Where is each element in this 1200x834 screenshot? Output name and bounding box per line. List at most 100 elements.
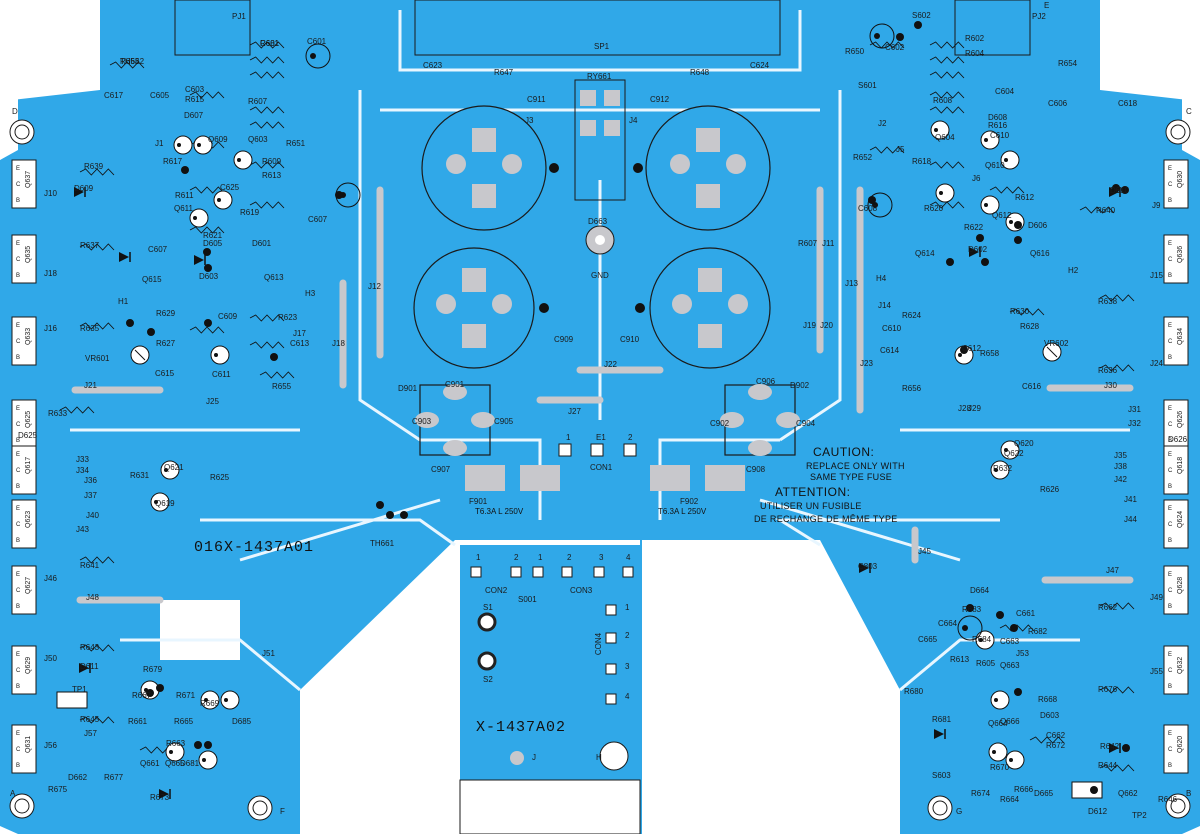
right-transistor-6 bbox=[1163, 565, 1189, 615]
resistor-11 bbox=[249, 201, 285, 209]
refdes-c905-113: C905 bbox=[494, 417, 514, 426]
switch-s001-label: S001 bbox=[518, 595, 537, 604]
refdes-r673-145: R673 bbox=[150, 793, 170, 802]
left-transistor-0 bbox=[11, 159, 37, 209]
refdes-c602-55: C602 bbox=[885, 43, 905, 52]
jumper-right-j53: J53 bbox=[1016, 649, 1029, 658]
left-transistor-8-pin-E: E bbox=[16, 731, 20, 737]
left-transistor-2-label: Q633 bbox=[25, 328, 32, 345]
resistor-27 bbox=[929, 71, 965, 79]
big-cap-1 bbox=[645, 105, 771, 231]
small-transistor-0 bbox=[173, 135, 193, 155]
refdes-c615-41: C615 bbox=[155, 369, 175, 378]
refdes-d606-78: D606 bbox=[1028, 221, 1048, 230]
big-cap-0-pad-b bbox=[502, 154, 522, 174]
caution-title: CAUTION: bbox=[813, 445, 875, 459]
via-16 bbox=[868, 196, 876, 204]
mount-hole-4-inner bbox=[252, 800, 268, 816]
sub-con-pad-0 bbox=[470, 566, 482, 578]
via-20 bbox=[966, 604, 974, 612]
refdes-j3-51: J3 bbox=[525, 116, 534, 125]
via-19 bbox=[1010, 624, 1018, 632]
refdes-r672-169: R672 bbox=[1046, 741, 1066, 750]
right-transistor-8 bbox=[1163, 724, 1189, 774]
left-transistor-7-pin-E: E bbox=[16, 652, 20, 658]
resistor-14 bbox=[189, 326, 225, 334]
big-cap-3-pad-a bbox=[672, 294, 692, 314]
switch-s2-label: S2 bbox=[483, 675, 493, 684]
resistor-30 bbox=[929, 106, 965, 114]
switch-s1-label: S1 bbox=[483, 603, 493, 612]
refdes-j27-108: J27 bbox=[568, 407, 581, 416]
con4-pad-1 bbox=[605, 632, 617, 644]
bridge-1-pad-3 bbox=[776, 412, 800, 428]
small-transistor-22-pin bbox=[979, 638, 983, 642]
jumper-right-j42: J42 bbox=[1114, 475, 1127, 484]
refdes-j11-102: J11 bbox=[822, 239, 835, 248]
resistor-35 bbox=[1009, 308, 1045, 316]
right-transistor-5 bbox=[1163, 499, 1189, 549]
refdes-q620-126: Q620 bbox=[1014, 439, 1034, 448]
big-cap-0-pad-d bbox=[472, 184, 496, 208]
small-transistor-11 bbox=[165, 742, 185, 762]
trace-9 bbox=[239, 498, 441, 562]
diode-7 bbox=[1109, 743, 1119, 753]
via-23 bbox=[1122, 744, 1130, 752]
right-transistor-8-pin-C: C bbox=[1168, 747, 1173, 753]
small-transistor-18-pin bbox=[939, 191, 943, 195]
refdes-j29-110: J29 bbox=[968, 404, 981, 413]
via-6 bbox=[147, 328, 155, 336]
left-transistor-5-pin-E: E bbox=[16, 506, 20, 512]
left-transistor-7-label: Q629 bbox=[25, 657, 32, 674]
refdes-q610-74: Q610 bbox=[985, 161, 1005, 170]
small-transistor-7 bbox=[150, 492, 170, 512]
big-cap-2-pad-c bbox=[462, 268, 486, 292]
pj2-outline bbox=[954, 0, 1031, 56]
refdes-c907-114: C907 bbox=[431, 465, 451, 474]
sub-con-pad-3 bbox=[561, 566, 573, 578]
refdes-r646-182: R646 bbox=[1158, 795, 1178, 804]
jumper-left-j48: J48 bbox=[86, 593, 99, 602]
electrolytic-cap-4-pin bbox=[962, 625, 968, 631]
refdes-c616-99: C616 bbox=[1022, 382, 1042, 391]
left-transistor-7 bbox=[11, 645, 37, 695]
resistor-29 bbox=[929, 91, 965, 99]
via-15 bbox=[914, 21, 922, 29]
resistor-4 bbox=[189, 91, 225, 99]
left-transistor-4-pin-E: E bbox=[16, 452, 20, 458]
refdes-c611-42: C611 bbox=[212, 370, 231, 379]
refdes-r661-138: R661 bbox=[128, 717, 148, 726]
left-transistor-8-pin-B: B bbox=[16, 763, 20, 769]
via-7 bbox=[204, 319, 212, 327]
refdes-r676-178: R676 bbox=[1098, 685, 1118, 694]
switch-s1-pad bbox=[477, 612, 497, 632]
left-transistor-4-label: Q617 bbox=[25, 457, 32, 474]
via-1 bbox=[335, 191, 343, 199]
small-transistor-6 bbox=[160, 460, 180, 480]
bridge-0-pad-0 bbox=[443, 384, 467, 400]
refdes-c662-168: C662 bbox=[1046, 731, 1066, 740]
refdes-d603-167: D603 bbox=[1040, 711, 1060, 720]
refdes-r635-39: R635 bbox=[80, 324, 100, 333]
refdes-q661-141: Q661 bbox=[140, 759, 160, 768]
big-cap-2-pad-a bbox=[436, 294, 456, 314]
small-transistor-14-pin bbox=[984, 138, 988, 142]
fuse-f901-label: F901 bbox=[469, 497, 488, 506]
via-4 bbox=[270, 353, 278, 361]
big-cap-3 bbox=[649, 247, 771, 369]
left-transistor-3 bbox=[11, 399, 37, 449]
refdes-j5-71: J5 bbox=[896, 145, 905, 154]
jumper-left-j16: J16 bbox=[44, 324, 57, 333]
left-transistor-7-pin-C: C bbox=[16, 668, 21, 674]
refdes-s602-56: S602 bbox=[912, 11, 931, 20]
refdes-r631-123: R631 bbox=[130, 471, 150, 480]
left-transistor-3-label: Q625 bbox=[25, 411, 32, 428]
small-transistor-13-pin bbox=[934, 128, 938, 132]
small-transistor-8 bbox=[200, 690, 220, 710]
trace-12 bbox=[899, 638, 1080, 692]
refdes-c606-62: C606 bbox=[1048, 99, 1068, 108]
jumper-right-j47: J47 bbox=[1106, 566, 1119, 575]
diode-2 bbox=[194, 255, 204, 265]
via-2 bbox=[203, 248, 211, 256]
left-transistor-8-pin-C: C bbox=[16, 747, 21, 753]
